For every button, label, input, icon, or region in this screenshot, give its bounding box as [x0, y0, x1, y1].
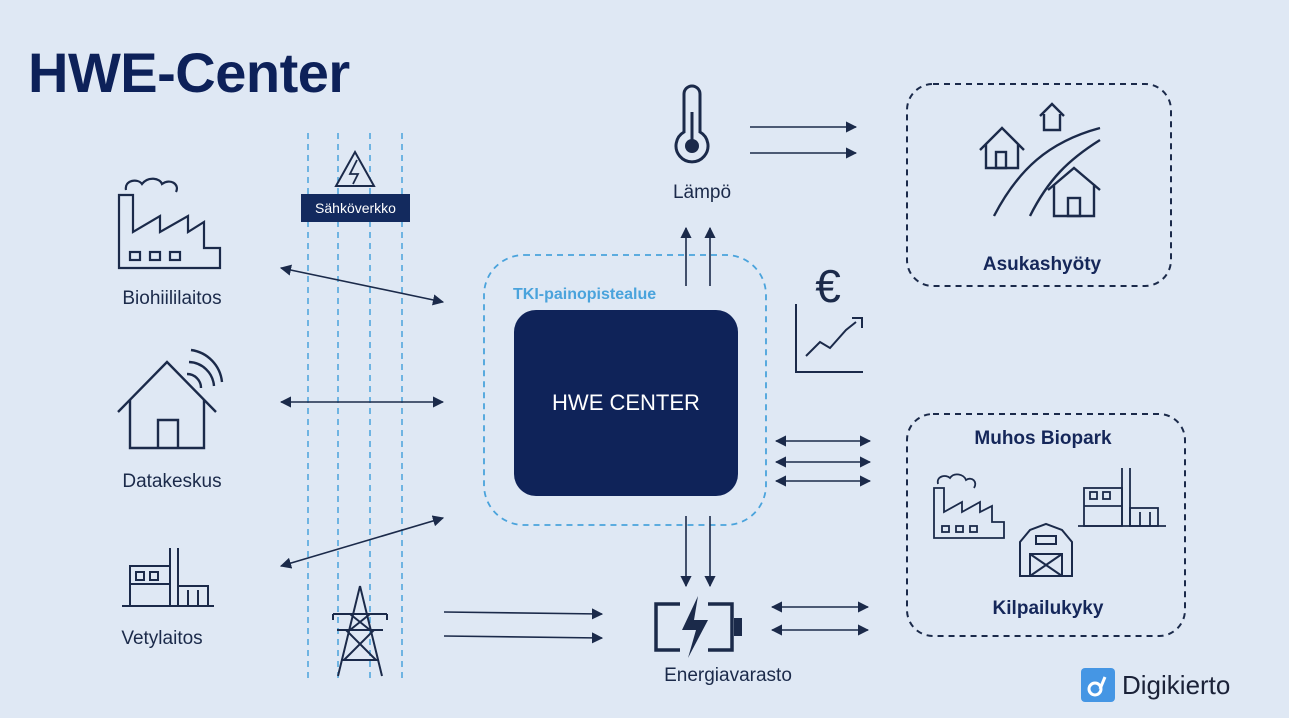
battery-icon	[654, 596, 742, 658]
biochar-plant-label: Biohiililaitos	[122, 288, 222, 309]
high-voltage-icon	[334, 149, 376, 187]
houses-road-icon	[979, 102, 1101, 218]
biopark-title: Muhos Biopark	[974, 428, 1112, 449]
biopark-plant-icon	[1078, 468, 1166, 527]
data-center-house-icon	[117, 348, 224, 450]
barn-icon	[1019, 522, 1073, 577]
datacenter-label: Datakeskus	[122, 471, 222, 492]
growth-chart-icon	[795, 304, 863, 373]
energy-storage-label: Energiavarasto	[664, 665, 792, 686]
euro-icon: €	[815, 260, 841, 312]
residents-box	[906, 83, 1172, 287]
heat-label: Lämpö	[672, 182, 732, 203]
hwe-center-box: HWE CENTER	[514, 310, 738, 496]
power-grid-lines	[307, 133, 403, 680]
hwe-center-label: HWE CENTER	[552, 390, 700, 415]
rd-area-boundary	[483, 254, 767, 526]
page-title: HWE-Center	[28, 41, 350, 104]
biopark-factory-icon	[933, 473, 1005, 539]
power-pylon-icon	[332, 585, 388, 677]
brand-logo-icon	[1081, 668, 1115, 702]
brand-name: Digikierto	[1122, 670, 1231, 700]
hydrogen-plant-icon	[122, 548, 214, 607]
flow-arrows	[279, 121, 872, 644]
factory-icon	[117, 177, 222, 270]
resident-benefit-label: Asukashyöty	[982, 254, 1102, 275]
competitiveness-label: Kilpailukyky	[992, 598, 1104, 619]
rd-area-label: TKI-painopistealue	[513, 286, 657, 303]
grid-tag: Sähköverkko	[301, 194, 410, 222]
hydrogen-plant-label: Vetylaitos	[121, 628, 203, 649]
biopark-box	[906, 413, 1186, 637]
thermometer-icon	[674, 84, 710, 164]
